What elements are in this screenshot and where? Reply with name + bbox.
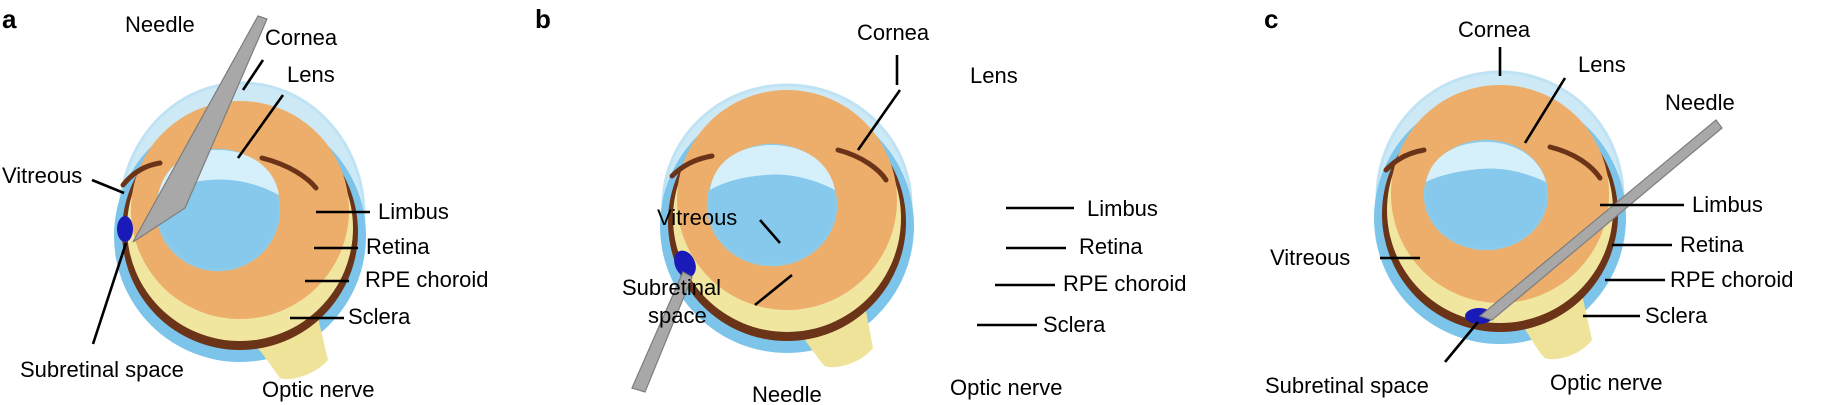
needle-label: Needle	[1665, 90, 1735, 115]
lens-top	[1426, 142, 1546, 182]
panel-a: a	[2, 4, 489, 402]
cornea-label: Cornea	[857, 20, 930, 45]
limbus-label: Limbus	[378, 199, 449, 224]
subretinal-label-line2: space	[648, 303, 707, 328]
rpe-choroid-label: RPE choroid	[365, 267, 489, 292]
panel-letter: c	[1264, 4, 1278, 34]
needle-shape	[631, 271, 693, 393]
limbus-label: Limbus	[1692, 192, 1763, 217]
limbus-arc-left	[120, 160, 163, 188]
limbus-arc-left	[1383, 147, 1427, 173]
eye-a	[114, 15, 366, 380]
cornea-label: Cornea	[265, 25, 338, 50]
subretinal-label-line1: Subretinal	[622, 275, 721, 300]
rpe-choroid-label: RPE choroid	[1063, 271, 1187, 296]
vitreous-label: Vitreous	[1270, 245, 1350, 270]
needle-label: Needle	[752, 382, 822, 405]
subretinal-label: Subretinal space	[20, 357, 184, 382]
sclera-label: Sclera	[1645, 303, 1708, 328]
cornea-label: Cornea	[1458, 17, 1531, 42]
lens-label: Lens	[970, 63, 1018, 88]
optic-nerve-label: Optic nerve	[950, 375, 1063, 400]
panel-b: b Cornea Lens Vitreous Limbus Retina RP	[535, 4, 1187, 405]
panel-c: c Cornea Lens Needle Limbus Vitreous Re	[1264, 4, 1794, 398]
vitreous-label: Vitreous	[2, 163, 82, 188]
lens-label: Lens	[287, 62, 335, 87]
retina-label: Retina	[1079, 234, 1143, 259]
optic-nerve-label: Optic nerve	[1550, 370, 1663, 395]
needle-shape	[1478, 119, 1723, 321]
limbus-arc-right	[259, 155, 319, 191]
subretinal-label: Subretinal space	[1265, 373, 1429, 398]
needle-label: Needle	[125, 12, 195, 37]
limbus-arc-right	[835, 147, 889, 183]
retina-label: Retina	[1680, 232, 1744, 257]
sclera-label: Sclera	[1043, 312, 1106, 337]
limbus-arc-left	[669, 153, 715, 179]
lens-label: Lens	[1578, 52, 1626, 77]
retina-label: Retina	[366, 234, 430, 259]
lens-top	[710, 145, 835, 190]
vitreous-label: Vitreous	[657, 205, 737, 230]
subretinal-bleb	[674, 250, 696, 278]
limbus-arc-right	[1547, 144, 1603, 181]
eye-b	[631, 83, 914, 393]
rpe-choroid-label: RPE choroid	[1670, 267, 1794, 292]
subretinal-bleb	[117, 216, 133, 242]
panel-letter: a	[2, 4, 17, 34]
needle-shape	[132, 15, 268, 243]
optic-nerve-label: Optic nerve	[262, 377, 375, 402]
sclera-label: Sclera	[348, 304, 411, 329]
panel-letter: b	[535, 4, 551, 34]
eye-c	[1374, 70, 1723, 360]
limbus-label: Limbus	[1087, 196, 1158, 221]
